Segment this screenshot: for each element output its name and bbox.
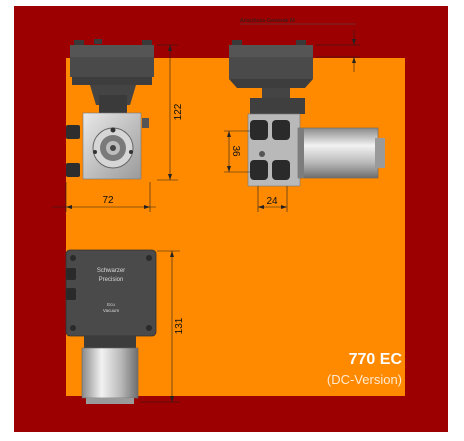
side-port-spacing-label: 36: [230, 145, 241, 157]
thread-note: Anschluss-Gewinde M: [240, 18, 295, 24]
side-offset-dimension: [257, 186, 288, 212]
model-title: 770 EC: [348, 351, 402, 368]
side-offset-label: 24: [266, 196, 278, 207]
side-port-spacing-dimension: [224, 130, 250, 173]
front-height-label: 122: [173, 103, 184, 120]
small-label-line1: Ecu: [107, 302, 115, 307]
brand-label-line1: Schwarzer: [97, 268, 125, 274]
side-view-pump: [229, 40, 385, 187]
thread-dimension: [240, 23, 360, 72]
front-view-pump: [66, 39, 154, 180]
bottom-height-label: 131: [174, 317, 185, 334]
version-subtitle: (DC-Version): [326, 372, 402, 387]
front-height-dimension: [157, 44, 178, 181]
bottom-height-dimension: [140, 250, 180, 403]
front-width-dimension: [52, 182, 156, 212]
brand-label-line2: Precision: [99, 277, 124, 283]
bottom-view-pump: [65, 249, 157, 404]
front-width-label: 72: [102, 195, 114, 206]
small-label-line2: Vacuum: [103, 308, 119, 313]
